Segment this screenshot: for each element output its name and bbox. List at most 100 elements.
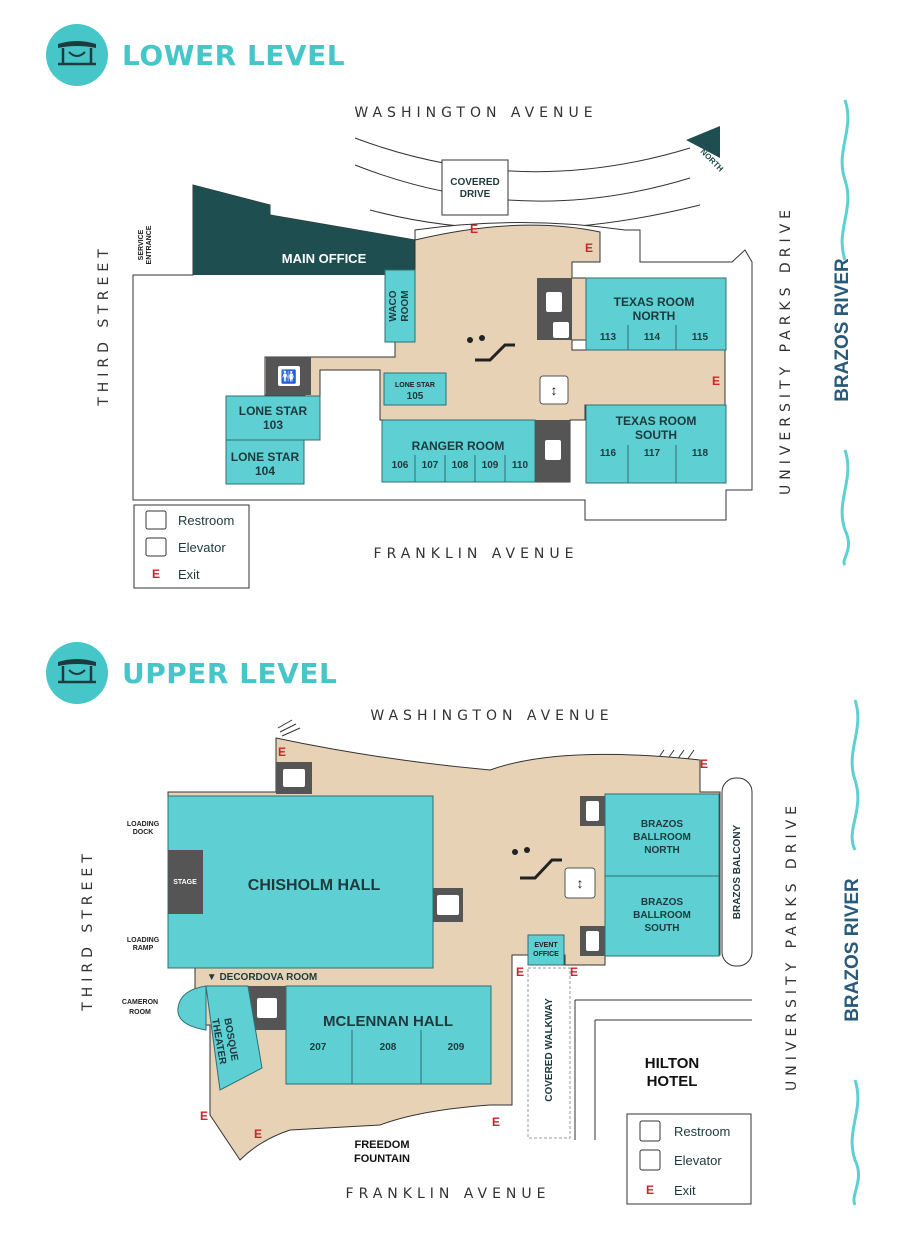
svg-text:OFFICE: OFFICE	[533, 951, 559, 958]
lone-star-103-label: LONE STAR	[239, 404, 308, 418]
loading-dock-label: LOADING	[127, 821, 160, 828]
legend-elevator-label: Elevator	[674, 1153, 722, 1168]
washington-avenue-label: WASHINGTON AVENUE	[370, 708, 613, 724]
decordova-room-label: ▼ DECORDOVA ROOM	[207, 972, 317, 983]
chisholm-hall[interactable]	[167, 795, 434, 969]
waco-room-label: WACO	[388, 290, 399, 321]
restroom-icon	[257, 998, 277, 1018]
room-209-label: 209	[448, 1042, 465, 1053]
exit-marker: E	[254, 1127, 262, 1141]
escalator-icon	[467, 335, 515, 362]
room-108-label: 108	[452, 460, 469, 471]
legend-exit-marker: E	[646, 1183, 654, 1197]
texas-room-north-label: TEXAS ROOM	[614, 295, 695, 309]
svg-text:103: 103	[263, 418, 283, 432]
restroom-icon	[283, 769, 305, 787]
svg-text:ENTRANCE: ENTRANCE	[146, 225, 153, 264]
room-208-label: 208	[380, 1042, 397, 1053]
cameron-room[interactable]	[177, 985, 207, 1031]
stage-label: STAGE	[173, 879, 197, 886]
third-street-label: THIRD STREET	[96, 244, 112, 407]
exit-marker: E	[492, 1115, 500, 1129]
room-207-label: 207	[310, 1042, 327, 1053]
room-117-label: 117	[644, 448, 661, 459]
svg-text:SOUTH: SOUTH	[645, 923, 680, 934]
texas-room-south-label: TEXAS ROOM	[616, 414, 697, 428]
university-parks-drive-label: UNIVERSITY PARKS DRIVE	[784, 801, 800, 1091]
university-parks-drive-label: UNIVERSITY PARKS DRIVE	[778, 205, 794, 495]
restroom-icon	[437, 895, 459, 915]
brazos-ballroom-north-label: BRAZOS	[641, 819, 684, 830]
exit-marker: E	[585, 241, 593, 255]
svg-text:BALLROOM: BALLROOM	[633, 910, 691, 921]
lower-level-section: LOWER LEVEL WASHINGTON AVENUE FRANKLIN A…	[0, 0, 908, 600]
escalator-icon	[512, 847, 562, 880]
exit-marker: E	[470, 222, 478, 236]
covered-drive-label: COVERED	[450, 177, 499, 188]
cameron-room-label: CAMERON	[122, 999, 158, 1006]
legend-restroom-label: Restroom	[178, 513, 234, 528]
svg-text:ROOM: ROOM	[129, 1009, 151, 1016]
legend-exit-label: Exit	[178, 567, 200, 582]
elevator-icon	[539, 375, 569, 405]
ranger-room-label: RANGER ROOM	[412, 439, 505, 453]
restroom-icon	[145, 510, 167, 530]
svg-text:↕: ↕	[551, 382, 558, 398]
washington-avenue-label: WASHINGTON AVENUE	[354, 105, 597, 121]
svg-text:DOCK: DOCK	[133, 829, 154, 836]
restroom-icon	[639, 1120, 661, 1142]
covered-walkway-label: COVERED WALKWAY	[544, 998, 555, 1102]
svg-text:🚻: 🚻	[281, 369, 297, 384]
event-office[interactable]	[527, 934, 565, 966]
exit-marker: E	[516, 965, 524, 979]
upper-level-title: UPPER LEVEL	[122, 656, 338, 690]
service-entrance-label: SERVICE	[138, 229, 145, 260]
brazos-river-label: BRAZOS RIVER	[832, 258, 853, 402]
room-107-label: 107	[422, 460, 439, 471]
brazos-ballroom-south[interactable]	[604, 875, 720, 957]
exit-marker: E	[712, 374, 720, 388]
svg-text:NORTH: NORTH	[633, 309, 676, 323]
restroom-icon	[545, 440, 561, 460]
lone-star-104-room[interactable]	[225, 439, 305, 485]
venue-logo-icon	[46, 642, 108, 704]
exit-marker: E	[700, 757, 708, 771]
freedom-fountain-label: FREEDOM	[355, 1139, 410, 1151]
svg-text:ROOM: ROOM	[400, 290, 411, 321]
room-116-label: 116	[600, 448, 617, 459]
lower-level-map: WASHINGTON AVENUE FRANKLIN AVENUE THIRD …	[96, 99, 853, 589]
upper-level-header: UPPER LEVEL	[46, 642, 337, 704]
legend-restroom-label: Restroom	[674, 1124, 730, 1139]
mclennan-hall[interactable]	[285, 985, 492, 1085]
brazos-ballroom-south-label: BRAZOS	[641, 897, 684, 908]
venue-logo-icon	[46, 24, 108, 86]
room-113-label: 113	[600, 332, 617, 343]
texas-room-north[interactable]	[585, 277, 727, 351]
mclennan-hall-label: MCLENNAN HALL	[323, 1013, 453, 1030]
third-street-label: THIRD STREET	[80, 849, 96, 1012]
exit-marker: E	[278, 745, 286, 759]
franklin-avenue-label: FRANKLIN AVENUE	[374, 546, 579, 562]
chisholm-hall-label: CHISHOLM HALL	[248, 877, 381, 894]
svg-text:NORTH: NORTH	[644, 845, 680, 856]
lone-star-103-room[interactable]	[225, 395, 321, 441]
covered-walkway[interactable]	[527, 967, 571, 1139]
waco-room[interactable]	[384, 269, 416, 343]
room-115-label: 115	[692, 332, 709, 343]
room-118-label: 118	[692, 448, 709, 459]
bosque-theater[interactable]	[205, 985, 263, 1091]
texas-room-south[interactable]	[585, 404, 727, 484]
legend-exit-marker: E	[152, 567, 160, 581]
room-109-label: 109	[482, 460, 499, 471]
svg-text:↕: ↕	[577, 875, 584, 891]
brazos-balcony[interactable]	[721, 777, 753, 967]
lone-star-105-room[interactable]	[383, 372, 447, 406]
family-restroom-icon	[553, 322, 569, 338]
restroom-icon	[586, 801, 599, 821]
loading-ramp-label: LOADING	[127, 937, 160, 944]
legend-elevator-label: Elevator	[178, 540, 226, 555]
river-wave-icon	[840, 99, 851, 567]
brazos-river-label: BRAZOS RIVER	[842, 878, 863, 1022]
lower-level-header: LOWER LEVEL	[46, 24, 345, 86]
main-office-area	[193, 185, 415, 275]
